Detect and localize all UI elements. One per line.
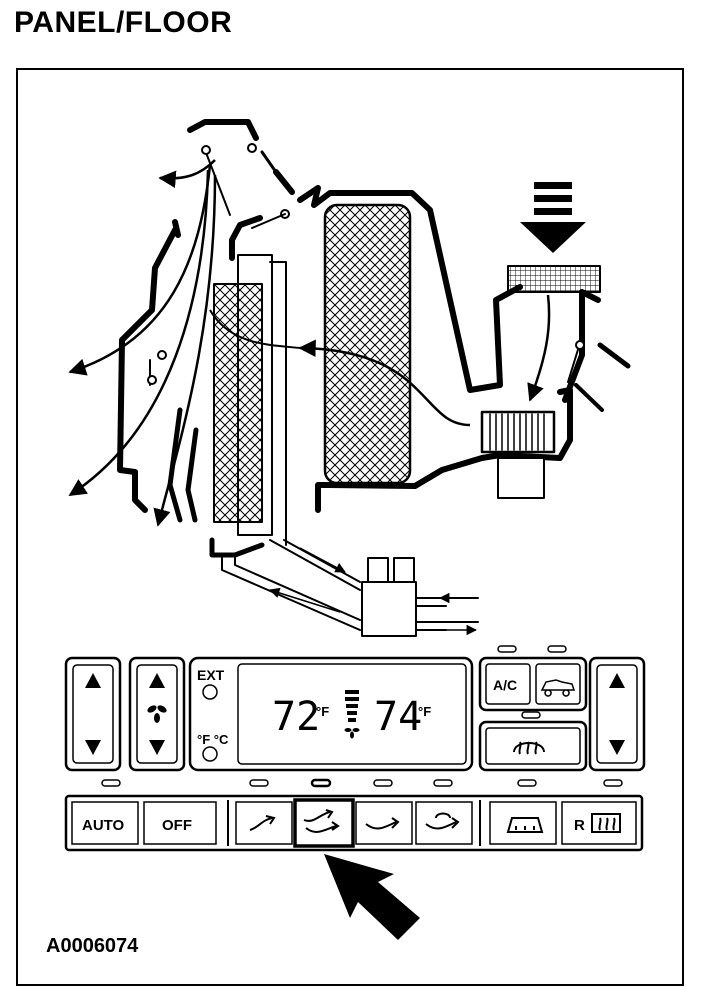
- arrow-up-icon: [149, 673, 165, 688]
- auto-label: AUTO: [82, 817, 125, 834]
- floor-duct: [167, 407, 199, 523]
- temp-left: 72: [272, 694, 320, 740]
- indicator-leds: [101, 645, 623, 788]
- coolant-pipes: [221, 539, 361, 631]
- climate-control-panel: [64, 645, 646, 852]
- arrow-down-icon: [149, 740, 165, 755]
- arrow-down-icon: [85, 740, 101, 755]
- duct-assembly: [117, 119, 631, 637]
- max-defrost-button[interactable]: [478, 720, 588, 772]
- airflow-floor-2: [153, 174, 217, 527]
- panel-vent-icon: [249, 815, 276, 831]
- recirc-car-icon: [540, 679, 576, 697]
- airflow-arrows: [68, 159, 551, 636]
- arrow-up-icon: [609, 673, 625, 688]
- rear-defrost-button[interactable]: [561, 801, 637, 845]
- floor-defrost-icon: [425, 812, 460, 830]
- recirc-button[interactable]: [535, 663, 581, 705]
- inlet-duct-right: [562, 289, 601, 403]
- heater-valve: [361, 581, 417, 637]
- temp-right: 74: [374, 694, 422, 740]
- arrow-up-icon: [85, 673, 101, 688]
- auto-button[interactable]: [71, 801, 139, 845]
- housing-lower: [315, 387, 573, 513]
- fan-speed-rocker[interactable]: [128, 656, 186, 772]
- passenger-temp-rocker[interactable]: [588, 656, 646, 772]
- blower-wheel: [480, 410, 556, 454]
- ac-label: A/C: [493, 677, 517, 693]
- off-label: OFF: [162, 817, 192, 834]
- rear-defrost-label: R: [574, 817, 585, 834]
- airflow-inlet: [527, 294, 551, 402]
- blower-motor: [497, 457, 545, 499]
- airflow-main: [298, 339, 471, 427]
- left-wall: [117, 219, 181, 513]
- diagram-frame: [16, 68, 684, 986]
- windshield-defrost-icon: [506, 817, 544, 833]
- page-title: PANEL/FLOOR: [14, 6, 233, 39]
- arrow-down-icon: [609, 740, 625, 755]
- evaporator-core: [323, 203, 412, 485]
- figure-id: A0006074: [46, 935, 139, 957]
- panel-floor-button[interactable]: [293, 798, 355, 848]
- unit-indicator: [202, 746, 218, 762]
- heater-core: [213, 283, 263, 523]
- ac-button[interactable]: [478, 656, 588, 712]
- fresh-air-grille: [507, 265, 601, 293]
- fan-icon: [344, 728, 360, 739]
- defrost-icon: [513, 741, 545, 755]
- unit-toggle-label: °F °C: [197, 732, 229, 747]
- rear-defrost-icon: [591, 813, 621, 833]
- fresh-air-arrow-icon: [520, 182, 586, 253]
- temp-bars-icon: [345, 690, 359, 722]
- airflow-defrost: [158, 159, 216, 188]
- fan-icon: [147, 705, 167, 723]
- windshield-defrost-button[interactable]: [489, 801, 557, 845]
- ext-label: EXT: [197, 667, 225, 683]
- off-button[interactable]: [143, 801, 217, 845]
- display-frame: [188, 656, 474, 772]
- housing-outline: [297, 185, 523, 393]
- airflow-floor-1: [68, 169, 210, 497]
- airflow-panel: [68, 164, 212, 376]
- temp-left-unit: °F: [316, 704, 329, 719]
- floor-button[interactable]: [355, 801, 413, 845]
- floor-defrost-button[interactable]: [415, 801, 473, 845]
- temp-right-unit: °F: [418, 704, 431, 719]
- ext-indicator: [202, 684, 218, 700]
- panel-duct-upper: [187, 119, 259, 141]
- pointer-arrow-icon: [324, 854, 420, 940]
- defrost-door-arm: [204, 149, 231, 216]
- floor-icon: [365, 817, 400, 830]
- driver-temp-rocker[interactable]: [64, 656, 122, 772]
- panel-button[interactable]: [235, 801, 293, 845]
- display-screen: [237, 663, 467, 765]
- panel-floor-icon: [303, 809, 340, 833]
